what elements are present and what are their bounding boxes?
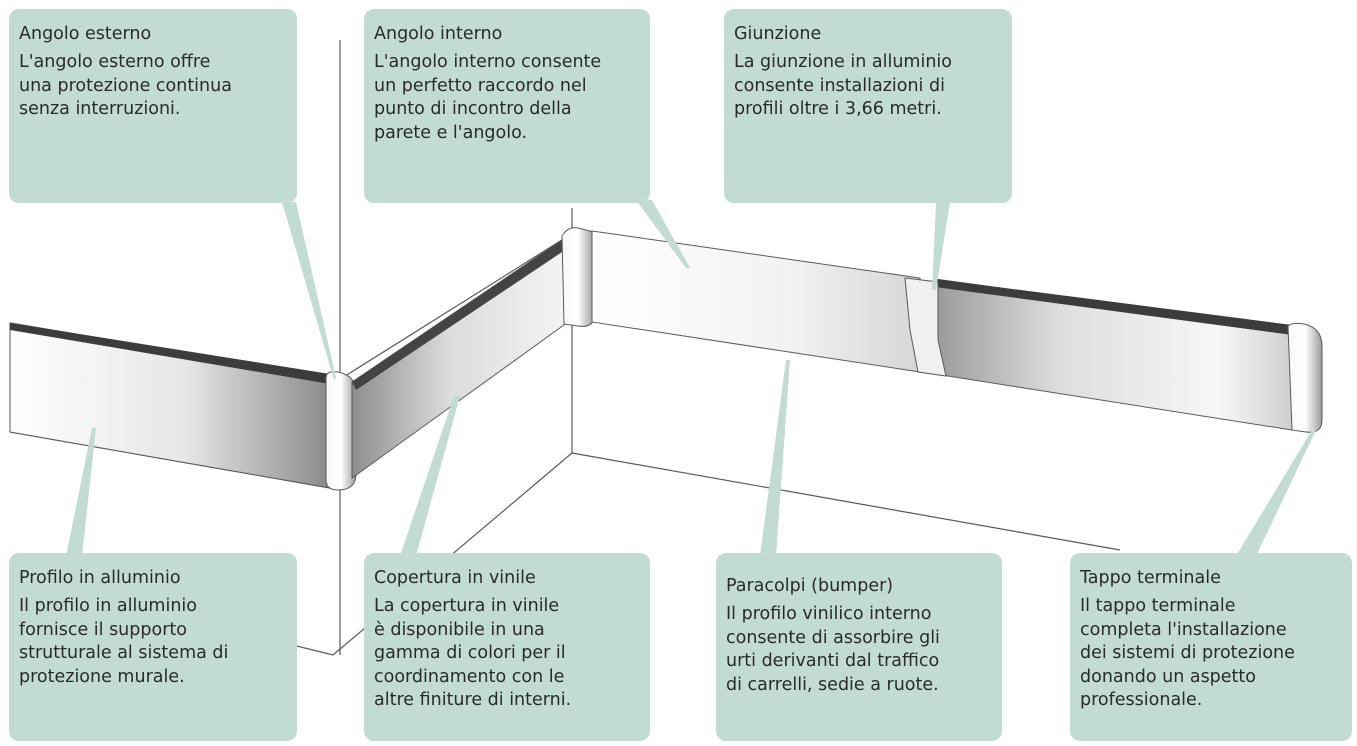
callout-copertura-vinile: Copertura in vinile La copertura in vini… bbox=[364, 553, 650, 741]
callout-text: Il profilo vinilico interno consente di … bbox=[726, 604, 940, 695]
callout-text: Il profilo in alluminio fornisce il supp… bbox=[19, 596, 229, 687]
inside-corner-cap bbox=[561, 227, 595, 327]
callout-title: Paracolpi (bumper) bbox=[726, 576, 894, 596]
callout-title: Profilo in alluminio bbox=[19, 568, 181, 588]
callout-title: Angolo esterno bbox=[19, 24, 152, 44]
joint-splice bbox=[904, 277, 947, 377]
middle-profile-bar bbox=[351, 237, 569, 479]
callout-title: Giunzione bbox=[734, 24, 822, 44]
callout-tappo-terminale: Tappo terminale Il tappo terminale compl… bbox=[1070, 553, 1352, 741]
callout-title: Tappo terminale bbox=[1080, 568, 1221, 588]
callout-text: La copertura in vinile è disponibile in … bbox=[374, 596, 572, 710]
end-cap bbox=[1287, 322, 1323, 433]
callout-text: L'angolo interno consente un perfetto ra… bbox=[374, 52, 602, 143]
callout-text: L'angolo esterno offre una protezione co… bbox=[19, 52, 232, 119]
back-profile-bar bbox=[591, 230, 1293, 431]
left-profile-bar bbox=[9, 322, 331, 489]
callout-giunzione: Giunzione La giunzione in alluminio cons… bbox=[724, 9, 1012, 203]
callout-angolo-esterno: Angolo esterno L'angolo esterno offre un… bbox=[9, 9, 297, 203]
callout-angolo-interno: Angolo interno L'angolo interno consente… bbox=[364, 9, 650, 203]
callout-profilo-alluminio: Profilo in alluminio Il profilo in allum… bbox=[9, 553, 297, 741]
callout-pointers bbox=[66, 200, 1316, 556]
callout-text: Il tappo terminale completa l'installazi… bbox=[1080, 596, 1295, 710]
callout-text: La giunzione in alluminio consente insta… bbox=[734, 52, 952, 119]
callout-paracolpi: Paracolpi (bumper) Il profilo vinilico i… bbox=[716, 553, 1002, 741]
callout-title: Angolo interno bbox=[374, 24, 503, 44]
callout-title: Copertura in vinile bbox=[374, 568, 536, 588]
